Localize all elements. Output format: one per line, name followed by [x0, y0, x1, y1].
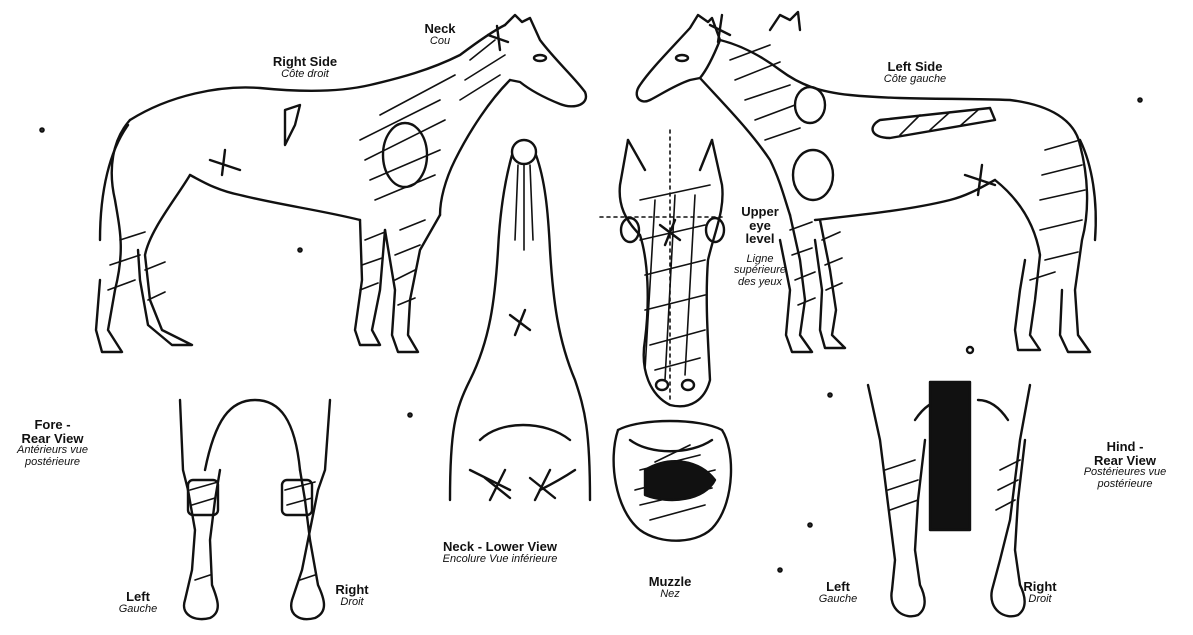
- fore-rear-label-en-1: Fore -: [5, 418, 100, 432]
- hind-right-label-fr: Droit: [1010, 594, 1070, 606]
- hind-rear-label-en-2: Rear View: [1060, 454, 1190, 468]
- fore-right-label-en: Right: [322, 583, 382, 597]
- left-side-label-fr: Côte gauche: [860, 74, 970, 86]
- muzzle-label-fr: Nez: [640, 589, 700, 601]
- fore-rear-view-figure: [180, 400, 330, 619]
- fore-rear-view-label: Fore - Rear View Antérieurs vue postérie…: [5, 418, 100, 468]
- fore-left-label: Left Gauche: [108, 590, 168, 615]
- neck-label-en: Neck: [405, 22, 475, 36]
- fore-right-label-fr: Droit: [322, 597, 382, 609]
- hind-left-label-fr: Gauche: [808, 594, 868, 606]
- fore-right-label: Right Droit: [322, 583, 382, 608]
- upper-eye-label-fr-3: des yeux: [720, 277, 800, 289]
- upper-eye-label-en-1: Upper: [720, 205, 800, 219]
- neck-label: Neck Cou: [405, 22, 475, 47]
- upper-eye-label-en-2: eye: [720, 219, 800, 233]
- fore-rear-label-fr-2: postérieure: [5, 457, 100, 469]
- upper-eye-level-label: Upper eye level Ligne supérieure des yeu…: [720, 205, 800, 289]
- neck-lower-label-en: Neck - Lower View: [415, 540, 585, 554]
- hind-left-label-en: Left: [808, 580, 868, 594]
- neck-lower-label-fr: Encolure Vue inférieure: [415, 554, 585, 566]
- right-side-label-en: Right Side: [255, 55, 355, 69]
- upper-eye-label-en-3: level: [720, 232, 800, 246]
- neck-label-fr: Cou: [405, 36, 475, 48]
- fore-left-label-fr: Gauche: [108, 604, 168, 616]
- neck-lower-view-figure: [450, 140, 590, 500]
- hind-left-label: Left Gauche: [808, 580, 868, 605]
- fore-rear-label-en-2: Rear View: [5, 432, 100, 446]
- hind-rear-label-fr-2: postérieure: [1060, 479, 1190, 491]
- right-side-label: Right Side Côte droit: [255, 55, 355, 80]
- fore-left-label-en: Left: [108, 590, 168, 604]
- hind-rear-view-label: Hind - Rear View Postérieures vue postér…: [1060, 440, 1190, 490]
- left-side-label: Left Side Côte gauche: [860, 60, 970, 85]
- neck-lower-view-label: Neck - Lower View Encolure Vue inférieur…: [415, 540, 585, 565]
- right-side-label-fr: Côte droit: [255, 69, 355, 81]
- hind-right-label-en: Right: [1010, 580, 1070, 594]
- hind-rear-label-en-1: Hind -: [1060, 440, 1190, 454]
- muzzle-label-en: Muzzle: [640, 575, 700, 589]
- left-side-label-en: Left Side: [860, 60, 970, 74]
- head-front-view-figure: [600, 130, 725, 406]
- hind-right-label: Right Droit: [1010, 580, 1070, 605]
- muzzle-label: Muzzle Nez: [640, 575, 700, 600]
- hind-rear-view-figure: [868, 382, 1030, 616]
- muzzle-figure: [614, 421, 731, 541]
